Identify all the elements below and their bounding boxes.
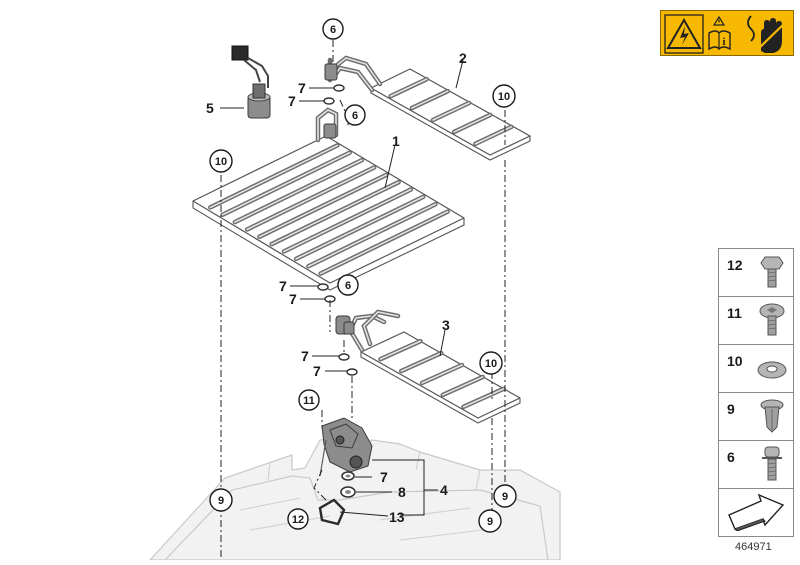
coolant-tube [295, 196, 424, 260]
legend-number: 6 [727, 449, 735, 465]
washer-icon [757, 361, 787, 379]
svg-text:10: 10 [485, 358, 497, 370]
do-not-touch-hand-icon [747, 15, 790, 53]
label-part-1: 1 [392, 133, 400, 149]
legend-row-6: 6 [718, 440, 794, 488]
coolant-tube [319, 210, 449, 275]
svg-text:9: 9 [218, 495, 224, 507]
legend-number: 11 [727, 305, 742, 321]
coolant-tube [258, 174, 388, 238]
cooling-plate-3 [335, 309, 521, 424]
svg-text:10: 10 [215, 156, 227, 168]
coolant-tube [270, 181, 400, 245]
torx-bolt-icon [762, 446, 782, 481]
coolant-tube [389, 78, 428, 97]
coolant-tube [441, 376, 484, 396]
label-part-7-d: 7 [289, 291, 297, 307]
svg-text:6: 6 [352, 110, 358, 122]
legend-row-9: 9 [718, 392, 794, 440]
label-part-2: 2 [459, 50, 467, 66]
coolant-tube [453, 114, 491, 133]
high-voltage-warning-icon [664, 14, 704, 54]
coolant-tube [307, 203, 437, 268]
label-part-8: 8 [398, 484, 406, 500]
coolant-tube [421, 364, 463, 384]
circled-label-9-right-upper: 9 [493, 484, 517, 508]
legend-row-orientation [718, 488, 794, 537]
svg-text:9: 9 [487, 516, 493, 528]
svg-text:12: 12 [292, 514, 304, 526]
circled-label-11: 11 [298, 389, 320, 411]
read-manual-warning-icon: i [708, 15, 731, 51]
svg-text:9: 9 [502, 491, 508, 503]
leader-lines [220, 59, 464, 517]
coolant-tube [234, 159, 363, 223]
coolant-tube [379, 340, 422, 360]
svg-text:10: 10 [498, 91, 510, 103]
coolant-tube [221, 151, 351, 216]
coolant-tube [400, 352, 443, 372]
torx-screw-icon [759, 303, 785, 336]
legend-number: 10 [727, 353, 743, 369]
svg-text:11: 11 [303, 395, 315, 407]
orientation-arrow-icon [728, 493, 785, 531]
circled-label-10-left: 10 [209, 149, 233, 173]
label-part-7-f: 7 [313, 363, 321, 379]
label-part-4: 4 [440, 482, 448, 498]
seal-13 [318, 498, 346, 526]
circled-label-12: 12 [287, 508, 309, 530]
label-part-7-g: 7 [380, 469, 388, 485]
coolant-connection-block-4 [319, 417, 373, 477]
coolant-tube [246, 166, 375, 231]
circled-label-10-top-right: 10 [492, 84, 516, 108]
cooling-plate-2 [324, 55, 531, 161]
safety-warning-panel: i [660, 10, 794, 56]
hex-bolt-icon [760, 256, 784, 288]
circled-label-9-right-lower: 9 [478, 509, 502, 533]
circled-label-6-lower: 6 [337, 274, 359, 296]
coolant-tube [411, 90, 449, 109]
sensor-part-5 [231, 45, 271, 119]
label-part-5: 5 [206, 100, 214, 116]
circled-label-6-top: 6 [322, 18, 344, 40]
legend-number: 9 [727, 401, 735, 417]
label-part-3: 3 [442, 317, 450, 333]
coolant-tube [462, 388, 505, 408]
circled-label-10-mid-right: 10 [479, 351, 503, 375]
document-number: 464971 [735, 541, 772, 553]
circled-label-9-left: 9 [209, 488, 233, 512]
label-part-7-c: 7 [279, 278, 287, 294]
legend-row-12: 12 [718, 248, 794, 296]
expansion-rivet-icon [760, 399, 784, 433]
coolant-tube [283, 188, 412, 253]
svg-text:6: 6 [345, 280, 351, 292]
label-part-7-b: 7 [288, 93, 296, 109]
fastener-legend: 12 11 10 9 6 [718, 248, 794, 537]
label-part-13: 13 [389, 509, 405, 525]
cooling-plate-1 [192, 107, 465, 291]
label-part-7-e: 7 [301, 348, 309, 364]
svg-text:6: 6 [330, 24, 336, 36]
legend-row-11: 11 [718, 296, 794, 344]
label-part-7-a: 7 [298, 80, 306, 96]
coolant-tube [432, 102, 470, 121]
battery-housing [148, 436, 561, 561]
svg-text:i: i [722, 36, 725, 48]
coolant-tube [209, 144, 339, 209]
legend-number: 12 [727, 257, 743, 273]
legend-row-10: 10 [718, 344, 794, 392]
circled-label-6-mid: 6 [344, 104, 366, 126]
o-rings-lower [340, 471, 356, 498]
o-rings-upper [317, 84, 358, 376]
